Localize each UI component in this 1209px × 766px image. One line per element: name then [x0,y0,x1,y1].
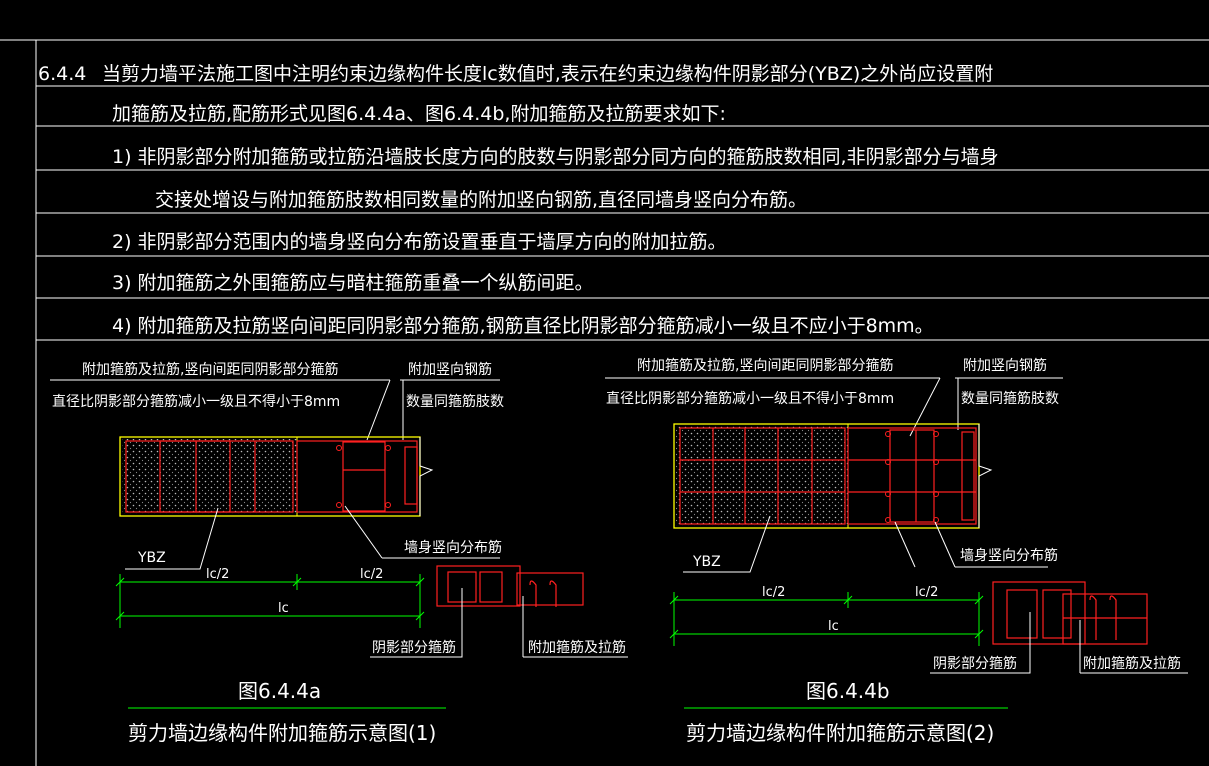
fig-a-callout-top-1: 附加箍筋及拉筋,竖向间距同阴影部分箍筋 [82,361,338,378]
fig-b-callout-top-1: 附加箍筋及拉筋,竖向间距同阴影部分箍筋 [637,357,893,374]
fig-b-dim-lc: lc [828,619,839,634]
figure-a: 附加箍筋及拉筋,竖向间距同阴影部分箍筋 直径比阴影部分箍筋减小一级且不得小于8m… [50,361,628,745]
fig-b-stirrup-detail [992,581,1148,645]
fig-a-callout-right-1: 附加竖向钢筋 [408,361,492,378]
clause-item-1-cont: 交接处增设与附加箍筋肢数相同数量的附加竖向钢筋,直径同墙身竖向分布筋。 [155,189,807,211]
fig-b-dim-lc2: lc/2 [915,585,938,600]
fig-a-callout-right-2: 数量同箍筋肢数 [406,393,504,410]
fig-b-shadow-zone [676,426,848,526]
fig-a-callout-top-2: 直径比阴影部分箍筋减小一级且不得小于8mm [52,393,340,410]
fig-b-callout-right-1: 附加竖向钢筋 [963,357,1047,374]
clause-item-2: 2) 非阴影部分范围内的墙身竖向分布筋设置垂直于墙厚方向的附加拉筋。 [112,231,727,253]
figure-b: 附加箍筋及拉筋,竖向间距同阴影部分箍筋 直径比阴影部分箍筋减小一级且不得小于8m… [605,357,1188,745]
clause-text: 6.4.4 当剪力墙平法施工图中注明约束边缘构件长度lc数值时,表示在约束边缘构… [38,63,999,337]
fig-a-dim-lc2: lc/2 [360,567,383,582]
fig-a-label-shadow-stirrup: 阴影部分箍筋 [372,639,456,656]
fig-b-label-shadow-stirrup: 阴影部分箍筋 [933,655,1017,672]
fig-a-label-extra-stirrup: 附加箍筋及拉筋 [528,639,626,656]
fig-a-shadow-zone [122,439,297,514]
clause-line-2: 加箍筋及拉筋,配筋形式见图6.4.4a、图6.4.4b,附加箍筋及拉筋要求如下: [112,103,726,125]
fig-b-number: 图6.4.4b [806,679,890,703]
text-ruling-lines [0,39,1209,766]
fig-b-caption: 剪力墙边缘构件附加箍筋示意图(2) [686,721,994,745]
fig-a-dim-lc1: lc/2 [206,567,229,582]
fig-a-label-ybz: YBZ [137,550,166,566]
fig-b-callout-top-2: 直径比阴影部分箍筋减小一级且不得小于8mm [606,390,894,407]
fig-a-stirrup-detail [436,565,584,607]
fig-a-caption: 剪力墙边缘构件附加箍筋示意图(1) [128,721,436,745]
clause-item-1: 1) 非阴影部分附加箍筋或拉筋沿墙肢长度方向的肢数与阴影部分同方向的箍筋肢数相同… [112,146,999,168]
fig-b-label-extra-stirrup: 附加箍筋及拉筋 [1083,655,1181,672]
fig-b-callout-right-2: 数量同箍筋肢数 [961,390,1059,407]
fig-b-dim-lc1: lc/2 [762,585,785,600]
fig-b-label-ybz: YBZ [692,554,721,570]
clause-number: 6.4.4 [38,63,86,85]
clause-item-4: 4) 附加箍筋及拉筋竖向间距同阴影部分箍筋,钢筋直径比阴影部分箍筋减小一级且不应… [112,315,934,337]
clause-line-1: 当剪力墙平法施工图中注明约束边缘构件长度lc数值时,表示在约束边缘构件阴影部分(… [102,63,993,85]
fig-b-label-wall-rebar: 墙身竖向分布筋 [960,547,1058,564]
clause-item-3: 3) 附加箍筋之外围箍筋应与暗柱箍筋重叠一个纵筋间距。 [112,272,594,294]
fig-a-label-wall-rebar: 墙身竖向分布筋 [404,539,502,556]
fig-a-number: 图6.4.4a [238,679,321,703]
fig-a-dim-lc: lc [278,601,289,616]
